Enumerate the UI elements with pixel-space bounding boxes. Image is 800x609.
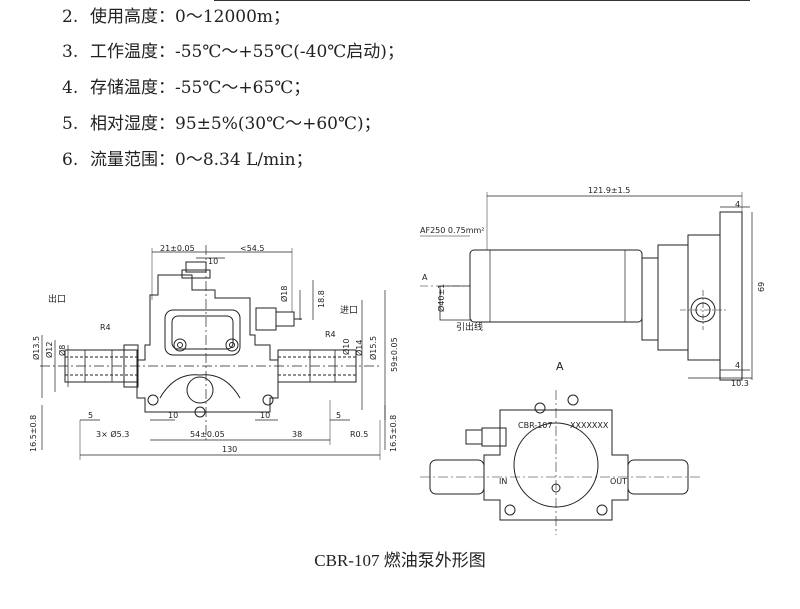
motor-flange [641, 257, 659, 341]
dim-59: 59±0.05 [390, 337, 399, 372]
dim-54: 54±0.05 [190, 430, 225, 439]
view-a-out-label: OUT [610, 477, 627, 486]
dim-16-5-left: 16.5±0.8 [29, 415, 38, 452]
spec-item-operating-temp: 3.工作温度：-55℃～+55℃(-40℃启动)； [62, 42, 404, 62]
motor-body [469, 249, 643, 323]
inlet-label: 进口 [340, 305, 358, 316]
view-a-hole-left [504, 504, 516, 516]
dim-5-right: 5 [336, 411, 341, 420]
radius-r4-right: R4 [325, 330, 336, 339]
dim-5-left: 5 [88, 411, 93, 420]
dim-14: Ø14 [354, 340, 364, 356]
dim-130: 130 [222, 445, 237, 454]
wire-spec: AF250 0.75mm² [420, 226, 485, 235]
dim-21: 21±0.05 [160, 244, 195, 253]
spec-item-humidity: 5.相对湿度：95±5%(30℃～+60℃)； [62, 114, 381, 134]
spec-item-storage-temp: 4.存储温度：-55℃～+65℃； [62, 78, 311, 98]
connector-plug [275, 311, 295, 327]
view-a-connector [481, 427, 507, 447]
dim-8: Ø8 [57, 345, 67, 356]
dim-69: 69 [757, 282, 766, 292]
dim-10-left: 10 [168, 411, 178, 420]
screw-right-center [229, 342, 235, 348]
screw-left-center [177, 342, 183, 348]
radius-r4-left: R4 [100, 323, 111, 332]
outlet-label: 出口 [48, 293, 66, 305]
dim-4-bottom: 4 [735, 361, 740, 370]
view-a-model: CBR-107 [518, 421, 552, 430]
screw-right [225, 338, 239, 352]
view-a-top-tab-2 [567, 394, 579, 406]
front-body-outline [136, 274, 279, 413]
dim-54-5: <54.5 [240, 244, 265, 253]
dim-121-9: 121.9±1.5 [588, 186, 630, 195]
bottom-clamp [159, 374, 241, 399]
dim-10-right: 10 [260, 411, 270, 420]
dim-10-top: 10 [208, 257, 218, 266]
end-plate [719, 211, 743, 381]
view-a-in-label: IN [499, 477, 507, 486]
clamp-center [186, 376, 214, 404]
view-a: A CBR-107 XXXXXXX IN OUT [420, 360, 700, 535]
mount-hole-left [147, 394, 159, 406]
top-boss [181, 269, 211, 279]
view-marker: A [422, 273, 428, 282]
pump-mount [687, 234, 721, 361]
mount-hole-right [262, 394, 274, 406]
dim-16-5-right: 16.5±0.8 [389, 415, 398, 452]
dim-10-dia: Ø10 [341, 339, 351, 355]
inner-cavity [164, 309, 241, 356]
view-a-title: A [556, 360, 564, 373]
screw-left [173, 338, 187, 352]
inner-cavity-inner [171, 315, 234, 350]
side-view: 121.9±1.5 4 69 4 10.3 Ø40±1 AF250 0.75mm… [420, 186, 766, 388]
dim-15-5: Ø15.5 [368, 336, 378, 360]
dim-r0-5: R0.5 [350, 430, 368, 439]
view-a-top-tab [534, 402, 546, 414]
spec-item-flow-range: 6.流量范围：0～8.34 L/min； [62, 150, 313, 170]
connector-body [255, 307, 277, 331]
dim-40-dia: Ø40±1 [436, 284, 446, 312]
dim-38: 38 [292, 430, 302, 439]
figure-caption: CBR-107 燃油泵外形图 [314, 551, 486, 570]
view-a-connector-plug [465, 429, 483, 445]
dim-18-8: 18.8 [317, 290, 326, 308]
view-a-serial: XXXXXXX [570, 421, 609, 430]
dim-4-top: 4 [735, 200, 740, 209]
top-rule [214, 0, 750, 1]
mount-hole-bottom [194, 406, 206, 418]
dim-18-dia: Ø18 [279, 286, 289, 302]
front-view: 21±0.05 <54.5 10 Ø18 18.8 出口 进口 Ø13.5 Ø1… [29, 244, 399, 460]
dim-12: Ø12 [44, 342, 54, 358]
pump-outline-drawing: 21±0.05 <54.5 10 Ø18 18.8 出口 进口 Ø13.5 Ø1… [29, 186, 766, 535]
view-a-hole-right [596, 504, 608, 516]
dim-holes: 3× Ø5.3 [96, 429, 129, 439]
pump-head [657, 244, 689, 351]
spec-item-altitude: 2.使用高度：0～12000m； [62, 7, 291, 27]
dim-13-5: Ø13.5 [31, 336, 41, 360]
lead-label: 引出线 [456, 321, 483, 333]
dim-10-3: 10.3 [731, 379, 749, 388]
